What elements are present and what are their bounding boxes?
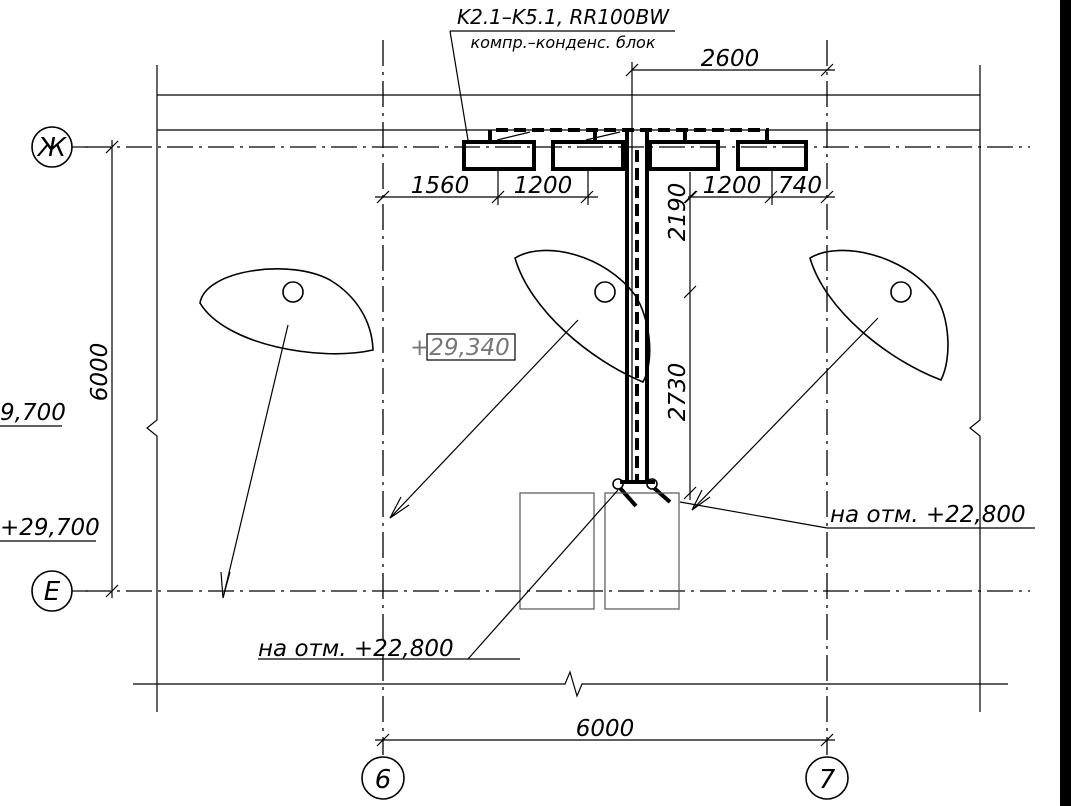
- elevation-left-upper: 9,700: [0, 400, 66, 427]
- dim-2730: 2730: [665, 363, 691, 422]
- dim-2190: 2190: [665, 183, 691, 242]
- axis-marker-7: 7: [805, 756, 849, 800]
- axis-label-e: Е: [44, 577, 61, 607]
- condenser-unit-4: [736, 140, 808, 171]
- sheet-border-right: [1060, 0, 1071, 806]
- elevation-bottom-note-label: на отм. +22,800: [258, 636, 454, 662]
- dimension-bottom-6000: 6000: [375, 716, 835, 747]
- elevation-right-note-label: на отм. +22,800: [830, 502, 1026, 528]
- equipment-box-right: [604, 492, 680, 610]
- condenser-unit-3: [648, 140, 720, 171]
- condenser-unit-2: [551, 140, 625, 171]
- elevation-center: +29,340: [410, 333, 516, 361]
- equipment-boxes: [519, 492, 680, 610]
- grid-lines: [85, 40, 1030, 755]
- dim-6000-bottom: 6000: [576, 716, 635, 742]
- equipment-box-left: [519, 492, 595, 610]
- condenser-unit-1: [462, 140, 536, 171]
- axis-marker-zh: Ж: [31, 126, 88, 168]
- dim-1200-left: 1200: [514, 173, 573, 199]
- dim-2600: 2600: [701, 46, 760, 72]
- dimension-vertical-6000: 6000: [87, 140, 119, 598]
- condenser-units: [462, 128, 808, 171]
- dim-1560: 1560: [411, 173, 470, 199]
- elevation-center-label: +29,340: [410, 335, 510, 361]
- elevation-bottom-note: на отм. +22,800: [258, 489, 619, 662]
- axis-marker-6: 6: [361, 756, 405, 800]
- elevation-right-note: на отм. +22,800: [679, 501, 1035, 529]
- building-outline: [133, 65, 1008, 712]
- axis-label-zh: Ж: [36, 133, 67, 163]
- dim-740: 740: [778, 173, 822, 199]
- unit-label-model: K2.1–K5.1, RR100BW: [457, 5, 670, 29]
- dim-1200-right: 1200: [703, 173, 762, 199]
- unit-label-type: компр.–конденс. блок: [470, 33, 655, 52]
- elevation-left-lower-label: +29,700: [0, 515, 100, 541]
- indoor-unit-center: [389, 249, 651, 519]
- dim-6000-vertical: 6000: [87, 343, 113, 402]
- unit-label: K2.1–K5.1, RR100BW компр.–конденс. блок: [449, 5, 675, 141]
- indoor-unit-left: [199, 268, 374, 599]
- axis-label-7: 7: [819, 765, 836, 795]
- axis-marker-e: Е: [31, 570, 88, 612]
- pipe-riser: [612, 130, 672, 508]
- dimension-2600: 2600: [625, 46, 835, 480]
- elevation-left-upper-label: 9,700: [0, 400, 66, 426]
- axis-label-6: 6: [375, 765, 392, 795]
- indoor-unit-right: [691, 249, 949, 511]
- dimension-chain-units: 1560 1200 1200 740: [375, 169, 835, 205]
- dimension-vertical-riser: 2190 2730: [665, 172, 697, 500]
- elevation-left-lower: +29,700: [0, 515, 100, 542]
